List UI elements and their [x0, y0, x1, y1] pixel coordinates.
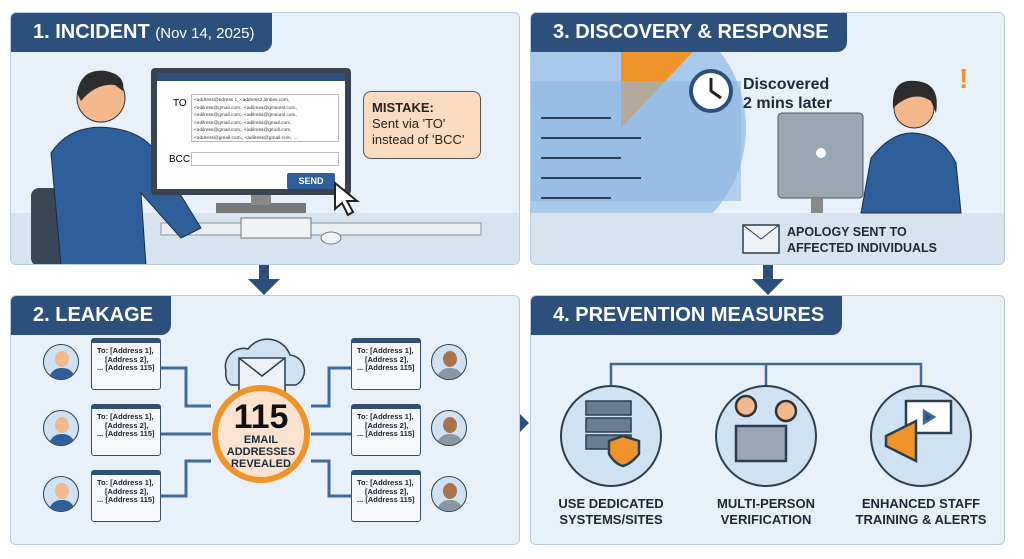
recipient-avatar [431, 344, 467, 380]
megaphone-icon [871, 386, 971, 486]
prevention-title: 4. PREVENTION MEASURES [531, 296, 843, 335]
distribution-arrows [161, 338, 351, 498]
leaked-email-card: To: [Address 1],[Address 2],... [Address… [91, 404, 161, 456]
revealed-count-badge: 115 EMAIL ADDRESSES REVEALED [226, 398, 296, 470]
leaked-email-card: To: [Address 1],[Address 2],... [Address… [91, 470, 161, 522]
to-label: TO [173, 98, 187, 109]
mistake-callout: MISTAKE: Sent via 'TO' instead of 'BCC' [363, 91, 481, 159]
recipient-avatar [43, 344, 79, 380]
incident-title: 1. INCIDENT (Nov 14, 2025) [11, 13, 273, 52]
leaked-email-card: To: [Address 1],[Address 2],... [Address… [91, 338, 161, 390]
envelope-icon [743, 225, 779, 253]
discovery-title: 3. DISCOVERY & RESPONSE [531, 13, 847, 52]
email-compose-window: TO <address@edress 1, <address2,limbes.c… [157, 73, 345, 189]
leakage-panel: 2. LEAKAGE 115 EMAIL ADDRESSES REVEALED … [10, 295, 520, 545]
recipient-avatar [431, 410, 467, 446]
bcc-field[interactable] [191, 152, 339, 166]
send-button[interactable]: SEND [287, 173, 335, 189]
arrow-1-to-2 [248, 279, 280, 295]
mouse-cursor-icon [334, 181, 360, 217]
bcc-label: BCC [169, 154, 191, 165]
prevention-connectors [560, 362, 972, 487]
leaked-email-card: To: [Address 1],[Address 2],... [Address… [351, 470, 421, 522]
to-field[interactable]: <address@edress 1, <address2,limbes.com,… [191, 94, 339, 142]
arrow-3-to-4 [752, 279, 784, 295]
leaked-email-card: To: [Address 1],[Address 2],... [Address… [351, 338, 421, 390]
team-verification-icon [716, 386, 816, 486]
svg-text:!: ! [959, 63, 968, 94]
discovery-illustration: ! [531, 13, 1004, 264]
clock-icon [691, 69, 731, 109]
recipient-avatar [43, 476, 79, 512]
recipient-avatar [431, 476, 467, 512]
leakage-title: 2. LEAKAGE [11, 296, 172, 335]
recipient-avatar [43, 410, 79, 446]
incident-panel: 1. INCIDENT (Nov 14, 2025) TO <address@e… [10, 12, 520, 265]
server-lock-icon [561, 386, 661, 486]
leaked-email-card: To: [Address 1],[Address 2],... [Address… [351, 404, 421, 456]
